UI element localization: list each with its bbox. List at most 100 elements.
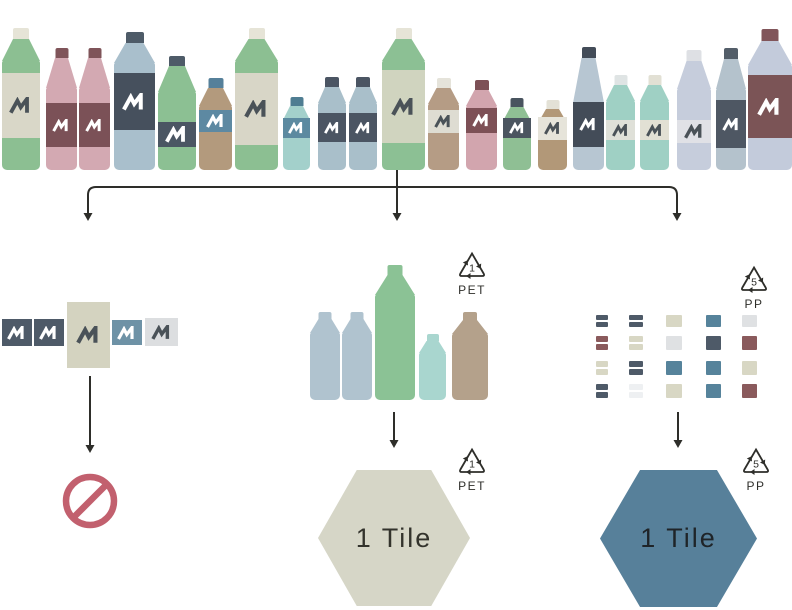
zigzag-logo-icon: [288, 122, 303, 134]
bottle-cap-icon: [510, 98, 524, 107]
bottle-neck: [235, 39, 278, 61]
bottle-neck: [318, 87, 346, 103]
bottle-cap-icon: [169, 56, 185, 66]
bottle-label: [349, 113, 377, 142]
cap-flake: [706, 336, 721, 350]
resin-code-number: 1: [469, 459, 475, 471]
bottle-neck: [428, 88, 459, 104]
recycle-triangle-icon: 1: [459, 447, 485, 475]
zigzag-logo-icon: [150, 324, 169, 340]
bottle: [640, 75, 669, 170]
bottle: [342, 312, 372, 400]
bottle-label: [318, 113, 346, 142]
bottle-neck: [606, 85, 635, 101]
bottle-body: [452, 333, 488, 400]
bottle-neck: [466, 90, 497, 106]
zigzag-logo-icon: [683, 124, 701, 139]
bottle-cap-icon: [318, 312, 332, 319]
bottle: [419, 334, 446, 400]
bottle-cap-icon: [761, 29, 779, 41]
bottle-cap-icon: [248, 28, 265, 39]
label-tile: [34, 319, 64, 346]
bottle-neck: [452, 320, 488, 334]
zigzag-logo-icon: [472, 114, 488, 127]
cap-flake-bottom: [629, 392, 643, 398]
bottle-neck: [342, 319, 372, 333]
bottle: [310, 312, 340, 400]
zigzag-logo-icon: [122, 92, 143, 110]
bottle-cap-icon: [686, 50, 702, 61]
arrowhead-icon: [673, 440, 683, 448]
cap-flake: [596, 315, 608, 327]
bottle-neck: [114, 43, 155, 63]
bottle-neck: [503, 107, 531, 121]
resin-code-material: PP: [746, 479, 766, 493]
bottle-body: [419, 352, 446, 400]
bottle-neck: [349, 87, 377, 103]
bottle-body: [375, 294, 415, 400]
cap-flake-top: [629, 336, 643, 342]
bottle-cap-icon: [356, 77, 370, 87]
pet-tile-label: 1 Tile: [355, 522, 433, 553]
bottle-label: [640, 120, 669, 140]
bottle-cap-icon: [208, 78, 223, 88]
bottle-cap-icon: [474, 80, 489, 90]
zigzag-logo-icon: [354, 121, 369, 134]
zigzag-logo-icon: [9, 97, 29, 114]
resin-code-number: 5: [753, 459, 759, 471]
bottle-cap-icon: [724, 48, 738, 59]
bottle-label: [428, 110, 459, 133]
bottle: [199, 78, 232, 170]
arrowhead-icon: [85, 445, 95, 453]
bottle: [428, 78, 459, 170]
resin-code-material: PET: [458, 479, 486, 493]
cap-flake: [629, 315, 643, 327]
cap-flake-top: [629, 315, 643, 321]
bottle-label: [573, 102, 604, 147]
cap-flake-bottom: [596, 321, 608, 327]
cap-flake: [596, 361, 608, 375]
cap-flake-bottom: [596, 392, 608, 398]
bottle-neck: [46, 58, 77, 88]
bottle-neck: [748, 41, 792, 65]
arrowhead-icon: [83, 213, 93, 221]
zigzag-logo-icon: [39, 325, 56, 340]
bottle-label: [235, 73, 278, 145]
bottle-neck: [677, 61, 711, 89]
bottle-label: [283, 118, 310, 138]
bottle: [503, 98, 531, 170]
bottle: [538, 100, 567, 170]
cap-flake: [742, 336, 757, 350]
bottle-label: [2, 73, 40, 138]
bottle: [375, 265, 415, 400]
cap-flake-top: [596, 336, 608, 342]
zigzag-logo-icon: [323, 121, 338, 134]
zigzag-logo-icon: [165, 126, 185, 143]
bottle: [318, 77, 346, 170]
label-tile: [67, 302, 110, 368]
bottle-label: [114, 73, 155, 130]
bottle-body: [310, 332, 340, 400]
cap-flake: [629, 336, 643, 350]
pet-tile-hexagon: 1 Tile: [318, 470, 470, 606]
bottle: [466, 80, 497, 170]
bottle: [677, 50, 711, 170]
bottle-cap-icon: [614, 75, 627, 85]
cap-flake: [706, 384, 721, 398]
bottle-label: [503, 118, 531, 138]
cap-flake-bottom: [629, 344, 643, 350]
cap-flake-top: [596, 384, 608, 390]
arrowhead-icon: [389, 440, 399, 448]
arrowhead-icon: [672, 213, 682, 221]
resin-code-material: PP: [744, 297, 764, 311]
bottle-label: [158, 122, 196, 147]
zigzag-logo-icon: [579, 118, 595, 131]
bottle-neck: [158, 66, 196, 92]
cap-flake: [742, 384, 757, 398]
bottle-label: [199, 110, 232, 132]
bottle: [606, 75, 635, 170]
bottle-neck: [283, 106, 310, 120]
bottle-label: [716, 100, 746, 148]
